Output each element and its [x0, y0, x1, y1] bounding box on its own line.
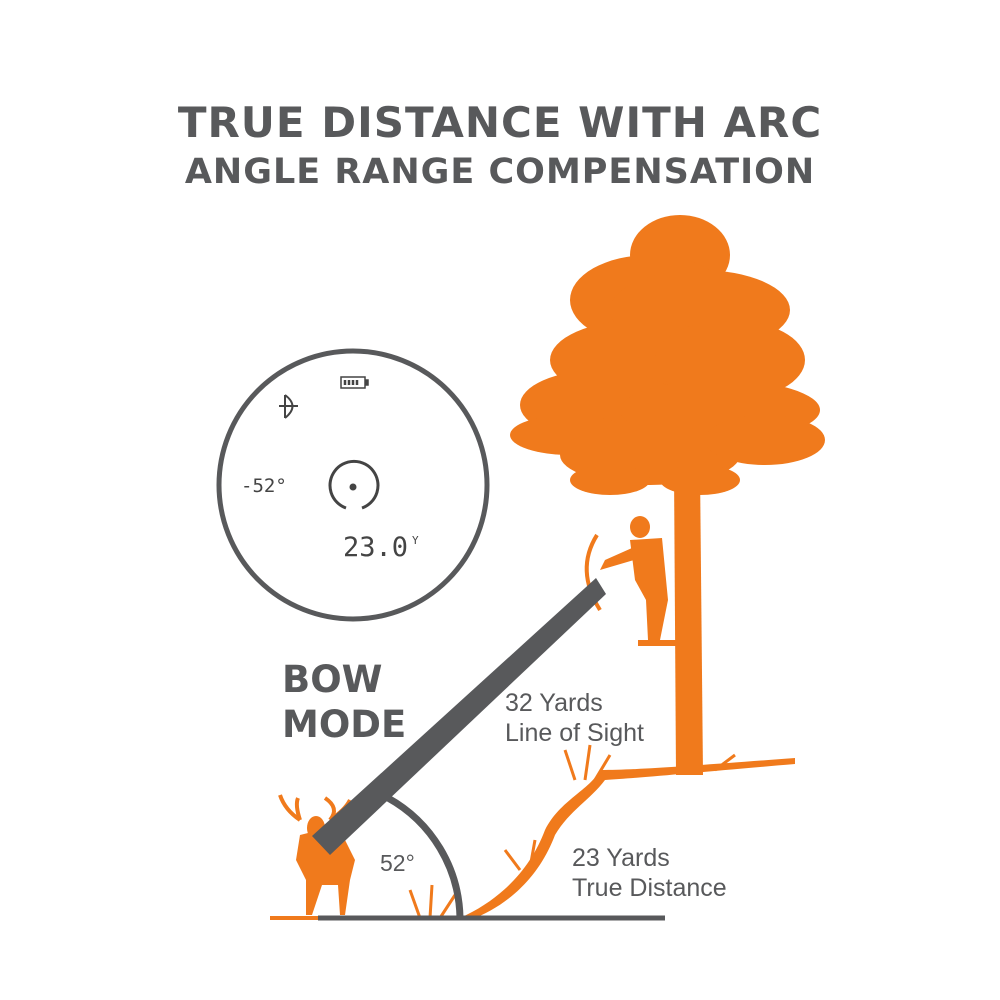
- line-of-sight-beam: [312, 578, 606, 855]
- true-distance-caption: True Distance: [572, 874, 727, 902]
- mode-line-1: BOW: [282, 658, 383, 701]
- title-line-1: TRUE DISTANCE WITH ARC: [177, 98, 823, 147]
- rangefinder-display: [216, 348, 490, 622]
- angle-arc: [386, 794, 464, 919]
- mode-line-2: MODE: [282, 703, 407, 746]
- true-distance-label: 23 Yards True Distance: [572, 843, 727, 903]
- distance-readout: 23.0: [343, 532, 409, 563]
- los-caption: Line of Sight: [505, 719, 644, 747]
- los-distance: 32 Yards: [505, 689, 603, 717]
- angle-label: 52°: [380, 850, 415, 876]
- bow-icon: [279, 394, 298, 419]
- bow-mode-label: BOW MODE: [282, 657, 406, 747]
- tree-icon: [270, 215, 825, 920]
- reticle-icon: [328, 459, 380, 510]
- distance-unit: Y: [412, 534, 419, 547]
- battery-icon: [340, 376, 369, 389]
- true-distance-value: 23 Yards: [572, 844, 670, 872]
- line-of-sight-label: 32 Yards Line of Sight: [505, 688, 644, 748]
- title-line-2: ANGLE RANGE COMPENSATION: [184, 152, 816, 192]
- angle-readout: -52°: [241, 475, 287, 497]
